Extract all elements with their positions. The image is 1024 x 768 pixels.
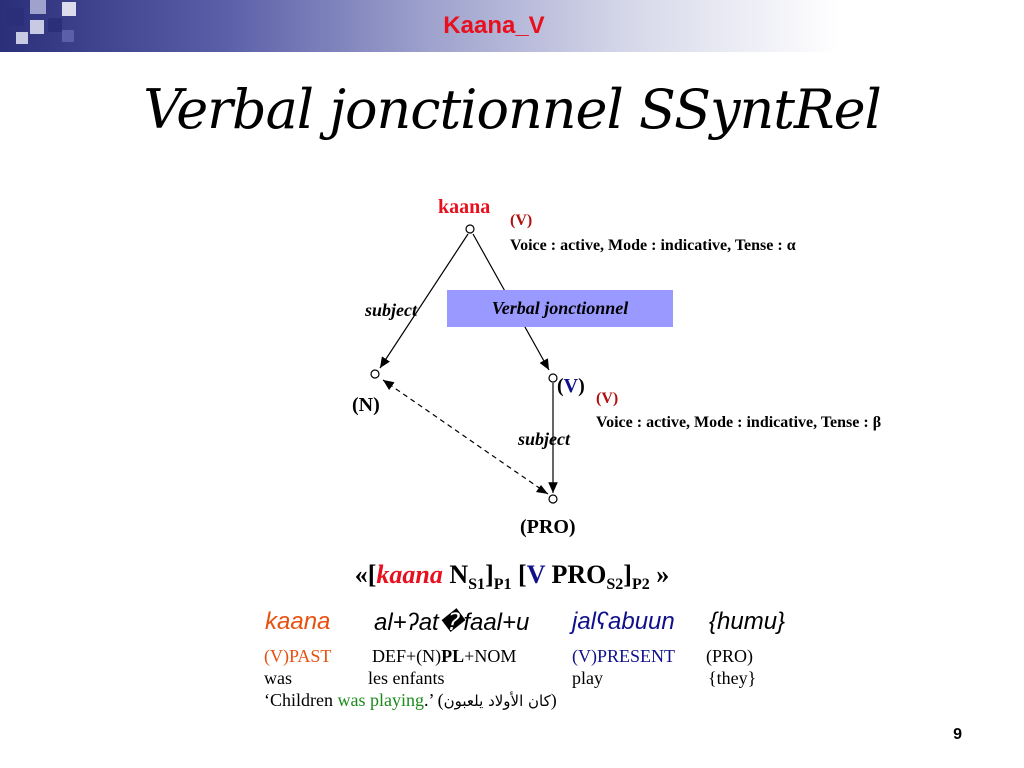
slide-title: Verbal jonctionnel SSyntRel <box>143 78 882 141</box>
root-features: Voice : active, Mode : indicative, Tense… <box>510 237 796 254</box>
right-node-label: (V) <box>557 375 585 397</box>
example-word-humu: {humu} <box>709 608 786 635</box>
formula-v: V <box>526 560 545 589</box>
pro-node-label: (PRO) <box>520 516 576 538</box>
left-edge-line <box>379 233 469 369</box>
formula-s2: S2 <box>606 576 624 594</box>
formula-n: N <box>442 560 469 589</box>
header-bar <box>0 0 1024 52</box>
left-node-circle <box>370 369 380 379</box>
pro-node-circle <box>548 494 558 504</box>
root-node-circle <box>465 224 475 234</box>
formula-pro: PRO <box>545 560 607 589</box>
translation-was: was <box>264 668 292 688</box>
formula-close1: ] <box>485 560 494 589</box>
relation-box: Verbal jonctionnel <box>447 290 673 327</box>
right-pos-label: (V) <box>596 390 619 407</box>
formula-kaana: kaana <box>376 560 443 589</box>
gloss-pro: (PRO) <box>706 646 754 666</box>
header-label: Kaana_V <box>443 12 545 39</box>
example-word-kaana: kaana <box>265 608 331 635</box>
example-word-children: al+ʔat�faal+u <box>374 609 530 636</box>
sentence-close: ) <box>550 690 557 710</box>
right-node-circle <box>548 373 558 383</box>
formula-open: «[ <box>354 560 377 589</box>
right-features: Voice : active, Mode : indicative, Tense… <box>596 414 882 431</box>
example-word-play: jalʕabuun <box>572 608 675 635</box>
gloss-pl: PL <box>441 646 465 666</box>
gloss-def-pl-nom: DEF+(N)PL+NOM <box>372 646 516 667</box>
formula-open2: [ <box>511 560 527 589</box>
gloss-present: (V)PRESENT <box>572 646 675 666</box>
coreference-dashed-line <box>382 379 549 495</box>
right-node-v: V <box>563 375 579 397</box>
translation-les-enfants: les enfants <box>368 668 445 688</box>
root-pos-label: (V) <box>510 212 533 229</box>
left-node-label: (N) <box>352 394 380 416</box>
page-number: 9 <box>953 726 962 743</box>
formula-s1: S1 <box>468 576 486 594</box>
gloss-past: (V)PAST <box>264 646 332 666</box>
formula-close2: ] <box>623 560 632 589</box>
gloss-nom: +NOM <box>464 646 517 666</box>
sentence-children: ‘Children <box>264 690 338 710</box>
formula-p2: P2 <box>631 576 650 594</box>
sentence-was-playing: was playing <box>337 690 424 710</box>
sentence-arabic: كان الأولاد يلعبون <box>443 692 551 710</box>
gloss-def: DEF+(N) <box>372 646 442 666</box>
sentence-punct: .’ ( <box>423 690 444 710</box>
syntactic-formula: «[kaana NS1]P1 [V PROS2]P2 » <box>0 560 1024 594</box>
left-edge-label: subject <box>365 300 417 320</box>
sentence-translation: ‘Children was playing.’ (كان الأولاد يلع… <box>264 690 557 711</box>
formula-p1: P1 <box>493 576 512 594</box>
lower-edge-label: subject <box>518 429 570 449</box>
root-node-label: kaana <box>438 196 491 218</box>
formula-end: » <box>649 560 670 589</box>
translation-they: {they} <box>708 668 757 688</box>
translation-play: play <box>572 668 603 688</box>
